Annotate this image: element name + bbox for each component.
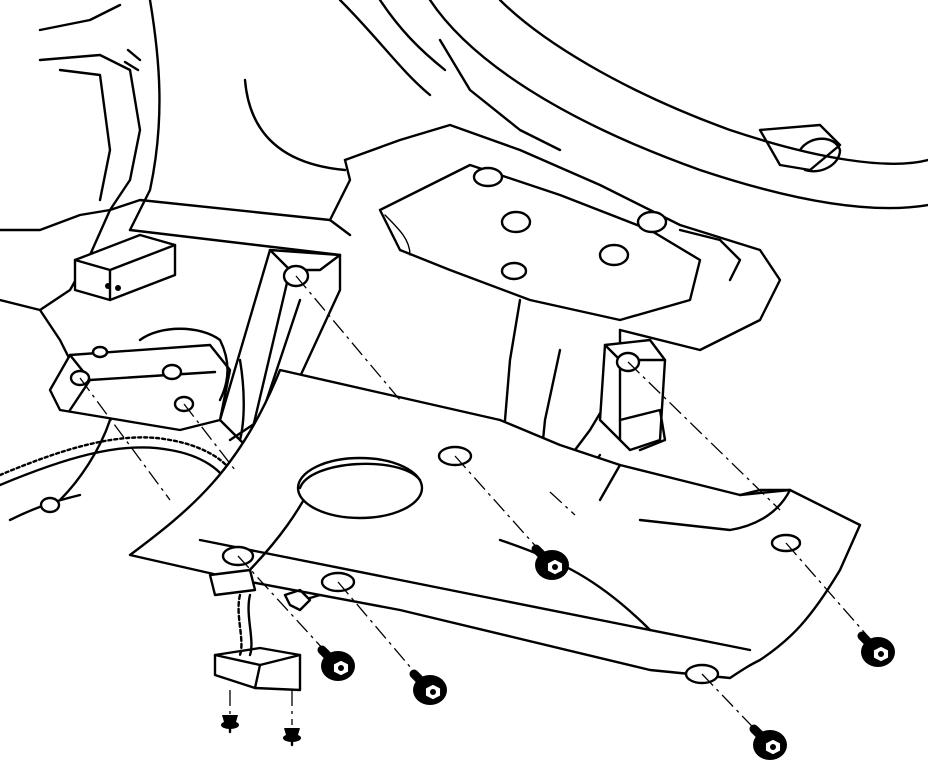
knee-bolster-panel [128, 368, 862, 685]
hex-flange-bolt [857, 631, 895, 667]
column-bolt-hole [636, 210, 668, 234]
steering-wheel [338, 0, 928, 210]
hex-flange-bolt [749, 724, 787, 760]
connector-block [73, 233, 177, 302]
panel-recess [296, 456, 424, 520]
column-bolt-hole [472, 166, 504, 188]
hex-flange-bolt [409, 669, 447, 705]
hex-flange-bolt [531, 544, 569, 580]
electrical-connector [208, 568, 322, 692]
column-bolt-hole [500, 261, 528, 281]
instrument-panel-left [0, 0, 352, 362]
push-pin-retainer [283, 728, 301, 747]
steering-column [343, 123, 782, 482]
wiring-harness [0, 358, 245, 522]
fastener-group [317, 544, 895, 760]
column-bolt-hole [500, 210, 532, 234]
bolster-bracket-left [48, 248, 342, 452]
hex-flange-bolt [317, 645, 355, 681]
push-pin-retainer [221, 715, 239, 734]
column-bolt-hole [598, 243, 630, 267]
bracket-bolt-hole [161, 363, 183, 381]
